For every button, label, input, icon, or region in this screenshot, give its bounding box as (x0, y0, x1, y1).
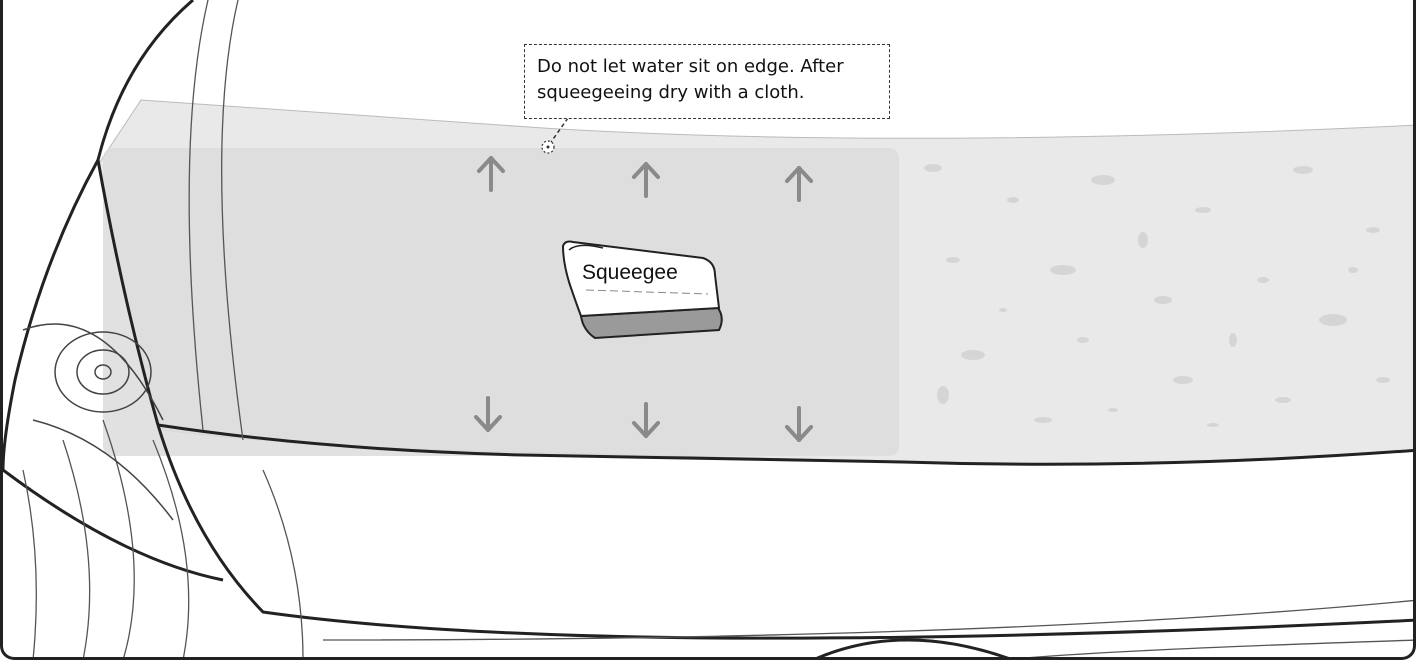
callout-line-2: squeegeeing dry with a cloth. (537, 80, 879, 106)
callout-note: Do not let water sit on edge. After sque… (524, 44, 890, 119)
callout-line-1: Do not let water sit on edge. After (537, 54, 879, 80)
squeegee-label: Squeegee (582, 261, 678, 284)
